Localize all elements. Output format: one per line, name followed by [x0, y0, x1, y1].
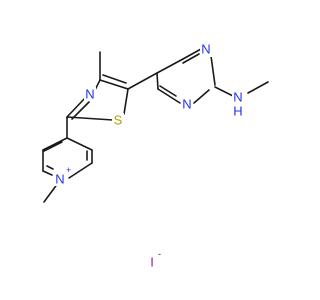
bond: [123, 88, 129, 115]
atom-n-thiazole: N: [85, 87, 94, 102]
bond: [182, 48, 202, 60]
atom-n-pyridinium: N: [55, 172, 64, 187]
bond: [182, 53, 200, 64]
bond: [71, 101, 90, 120]
bond: [43, 182, 59, 203]
atom-h-amine: H: [233, 104, 242, 119]
bond: [68, 162, 93, 179]
bond: [156, 58, 184, 74]
atom-labels: N N N H N S N + I -: [54, 42, 244, 270]
bond: [42, 170, 53, 176]
atom-n-amine: N: [233, 90, 242, 105]
bond: [156, 72, 159, 90]
bond: [159, 85, 177, 97]
atom-s-thiazole: S: [114, 113, 123, 128]
bond: [193, 89, 210, 104]
bond: [127, 72, 158, 90]
bond: [99, 79, 129, 90]
bond: [46, 165, 54, 170]
molecule-diagram: N N N H N S N + I -: [42, 42, 269, 270]
bond: [66, 137, 93, 151]
bond: [214, 86, 234, 97]
bonds: [42, 48, 269, 203]
bond: [247, 81, 269, 94]
pyridinium-charge: +: [66, 165, 71, 175]
bond: [210, 55, 216, 86]
bond: [42, 137, 68, 151]
bond: [43, 141, 63, 152]
atom-iodide: I: [150, 255, 154, 270]
structure-drawing: N N N H N S N + I -: [42, 42, 269, 270]
bond: [66, 116, 114, 121]
iodide-charge: -: [158, 249, 161, 259]
atom-n-pyrimidine-bottom: N: [182, 97, 191, 112]
bond: [66, 96, 87, 118]
atom-n-pyrimidine-top: N: [201, 42, 210, 57]
bond: [102, 74, 127, 84]
bond: [157, 88, 181, 104]
